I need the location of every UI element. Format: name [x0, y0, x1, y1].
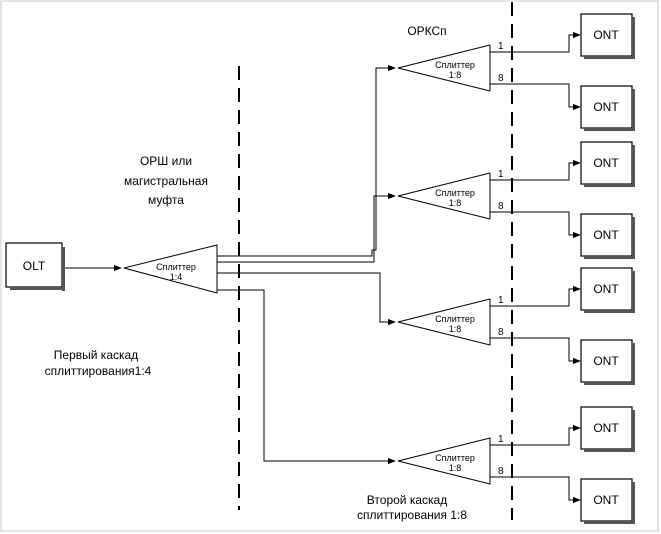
ont-box: ONT [580, 13, 635, 59]
splitter-1-8-shape [397, 298, 491, 346]
output-line [490, 83, 581, 111]
splitter-1-4-label: Сплиттер [156, 262, 196, 272]
output-line [490, 31, 581, 53]
output-line [490, 476, 581, 504]
splitter-1-8-label: Сплиттер [435, 453, 475, 463]
output-line [490, 285, 581, 307]
ont-box: ONT [580, 141, 635, 187]
splitter-1-8-shape [397, 437, 491, 485]
output-line [490, 337, 581, 365]
ont-box: ONT [580, 85, 635, 131]
ont-box: ONT [580, 339, 635, 385]
port-label: 8 [498, 327, 504, 338]
ont-label: ONT [593, 228, 619, 242]
splitter-1-8-label: Сплиттер [435, 314, 475, 324]
second-cascade-line1: Второй каскад [367, 493, 447, 507]
splitter-1-8-label: Сплиттер [435, 188, 475, 198]
ont-label: ONT [593, 282, 619, 296]
orsh-label-line3: муфта [148, 193, 184, 207]
splitter-1-4-ratio: 1:4 [170, 272, 183, 282]
splitter-1-8-ratio: 1:8 [449, 70, 462, 80]
splitter-1-8-ratio: 1:8 [449, 324, 462, 334]
splitter-1-8-ratio: 1:8 [449, 463, 462, 473]
port-label: 8 [498, 201, 504, 212]
port-label: 1 [498, 295, 504, 306]
port-label: 1 [498, 434, 504, 445]
output-line [490, 159, 581, 181]
splitter-1-8-shape [397, 172, 491, 220]
ont-label: ONT [593, 100, 619, 114]
splitter-1-4: Сплиттер 1:4 [123, 244, 218, 294]
ont-label: ONT [593, 156, 619, 170]
ont-box: ONT [580, 213, 635, 259]
orsh-label-line2: магистральная [124, 174, 208, 188]
port-label: 8 [498, 73, 504, 84]
output-line [490, 211, 581, 239]
first-cascade-line2: сплиттирования1:4 [45, 364, 152, 378]
ont-label: ONT [593, 28, 619, 42]
olt-box: OLT [5, 242, 65, 291]
ont-label: ONT [593, 493, 619, 507]
ont-label: ONT [593, 421, 619, 435]
splitter-1-8-shape [397, 44, 491, 92]
ont-label: ONT [593, 354, 619, 368]
port-label: 8 [498, 466, 504, 477]
ont-box: ONT [580, 478, 635, 524]
orksp-label: ОРКСп [407, 24, 446, 38]
ont-box: ONT [580, 406, 635, 452]
output-line [490, 424, 581, 446]
port-label: 1 [498, 41, 504, 52]
port-label: 1 [498, 169, 504, 180]
olt-label: OLT [23, 259, 46, 273]
orsh-label-line1: ОРШ или [140, 154, 192, 168]
splitter-1-8-label: Сплиттер [435, 60, 475, 70]
ont-box: ONT [580, 267, 635, 313]
second-cascade-line2: сплиттирования 1:8 [357, 508, 467, 522]
second-level-group: Сплиттер1:818ONTONTСплиттер1:818ONTONTСп… [397, 13, 635, 524]
splitter-1-8-ratio: 1:8 [449, 198, 462, 208]
first-cascade-line1: Первый каскад [54, 348, 138, 362]
feeder-lines [217, 64, 396, 465]
